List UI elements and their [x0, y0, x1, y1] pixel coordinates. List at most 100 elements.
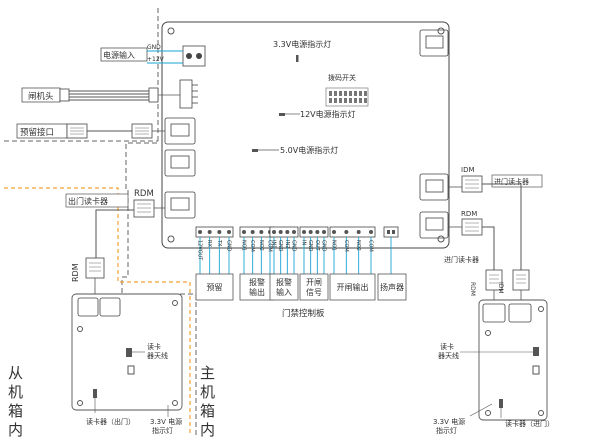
main-board: [161, 21, 450, 249]
terminal-label: 开闸输出: [337, 282, 369, 292]
terminal-pin-label: IN1: [271, 240, 277, 248]
terminal-label: 开闸: [306, 278, 322, 287]
terminal-pin-label: GND: [291, 240, 297, 252]
rdm-vertical-plug: [485, 269, 503, 302]
terminal-label: 输入: [276, 287, 292, 297]
board-rj45-left: [164, 117, 196, 219]
terminal-pin-label: RX: [206, 240, 212, 247]
terminal-label: 预留: [207, 282, 223, 292]
terminal-header: [329, 226, 376, 238]
terminal-label: 扬声器: [380, 282, 404, 292]
slave-title-c3: 箱: [8, 402, 23, 420]
terminal-pin-label: COM: [249, 240, 255, 252]
terminal-screw: [285, 230, 290, 234]
slave-led-line2: 指示灯: [152, 426, 173, 435]
label-exit-reader: 出门读卡器: [68, 196, 108, 206]
master-antenna-line2: 器天线: [438, 351, 459, 360]
slave-title-c2: 机: [8, 383, 23, 401]
terminal-label-box: [299, 273, 329, 301]
terminal-pin-label: OUT: [314, 240, 320, 252]
label-reserved-port: 预留接口: [20, 127, 54, 138]
terminal-label-box: [195, 273, 234, 301]
terminal-screw: [369, 230, 373, 234]
label-idm-right: IDM: [461, 166, 475, 174]
rdm-plug: [448, 218, 483, 236]
terminal-pin-label: COM: [267, 240, 273, 252]
label-idm-vertical: IDM: [497, 282, 504, 294]
terminal-label-box: [329, 273, 376, 301]
label-led-5v: 5.0V电源指示灯: [280, 145, 338, 155]
led-12v-icon: [279, 113, 285, 116]
terminal-screw: [227, 230, 231, 234]
label-slave-antenna: 读卡 器天线: [147, 342, 168, 360]
terminal-screw: [322, 230, 326, 234]
master-reader-board: [478, 299, 548, 421]
power-terminal: [182, 45, 206, 67]
label-slave-led: 3.3V 电源 指示灯: [150, 417, 184, 435]
terminal-pin-label: NO1: [241, 240, 247, 251]
terminal-pin-label: GND: [277, 240, 283, 252]
terminal-pin-label: GND: [307, 240, 313, 252]
slave-led-line1: 3.3V 电源: [150, 417, 182, 426]
terminal-header: [195, 226, 234, 238]
slave-title-c1: 从: [8, 364, 23, 382]
label-master-led: 3.3V 电源 指示灯: [433, 417, 467, 435]
terminal-screw: [356, 230, 361, 234]
master-led-line1: 3.3V 电源: [433, 417, 465, 426]
rdm-out-plug: [133, 199, 165, 218]
label-master-reader: 读卡器（进门）: [505, 419, 554, 428]
terminal-screw: [207, 230, 212, 234]
idm-cable: [482, 183, 522, 270]
label-led-12v: 12V电源指示灯: [300, 109, 356, 119]
master-led-line2: 指示灯: [436, 426, 457, 435]
terminal-label-box: [239, 273, 275, 301]
rdm-cable: [482, 226, 495, 270]
terminal-screw: [278, 230, 283, 234]
speaker-pin: [392, 230, 395, 234]
terminal-screw: [272, 230, 276, 234]
exit-reader-label-box: [65, 193, 129, 208]
dip-switch-icon: [325, 87, 369, 107]
terminal-pin-label: GND: [321, 240, 327, 252]
master-title-c2: 机: [200, 383, 215, 401]
reserved-port-cable: [66, 123, 165, 139]
terminal-screw: [344, 230, 349, 234]
gate-head-cable: [59, 87, 180, 103]
master-antenna-line1: 读卡: [440, 342, 454, 351]
led-5v-icon: [252, 149, 258, 152]
terminal-screw: [242, 230, 246, 234]
label-led-3v3: 3.3V电源指示灯: [273, 39, 331, 49]
terminal-screw: [259, 230, 264, 234]
terminal-pin-label: GND: [226, 240, 232, 252]
speaker-pin: [387, 230, 390, 234]
label-rdm-right: RDM: [461, 210, 477, 218]
label-slave-reader: 读卡器（出门）: [86, 417, 135, 426]
terminal-pin-label: COM: [368, 240, 374, 252]
led-3v3-icon: [296, 55, 299, 62]
terminal-screw: [217, 230, 222, 234]
terminal-screw: [315, 230, 320, 234]
terminal-header: [299, 226, 329, 238]
terminal-label-box: [377, 273, 407, 301]
rdm-slave-plug: [85, 257, 105, 294]
idm-plug: [448, 175, 483, 193]
terminal-screw: [308, 230, 313, 234]
label-entry-reader-top: 进门读卡器: [494, 177, 529, 186]
terminal-group-5: 扬声器: [377, 226, 407, 301]
terminal-pin-label: NO1: [331, 240, 337, 251]
master-title-c3: 箱: [200, 402, 215, 420]
terminal-pin-label: NO2: [355, 240, 361, 251]
label-master-antenna: 读卡 器天线: [438, 342, 459, 360]
terminal-label: 输出: [249, 287, 265, 297]
master-title-c4: 内: [200, 421, 215, 439]
terminal-pin-label: COM: [343, 240, 349, 252]
terminal-label-box: [269, 273, 299, 301]
terminal-header: [269, 226, 299, 238]
power-input-box: [100, 47, 148, 62]
terminal-pin-label: IN2: [284, 240, 290, 248]
